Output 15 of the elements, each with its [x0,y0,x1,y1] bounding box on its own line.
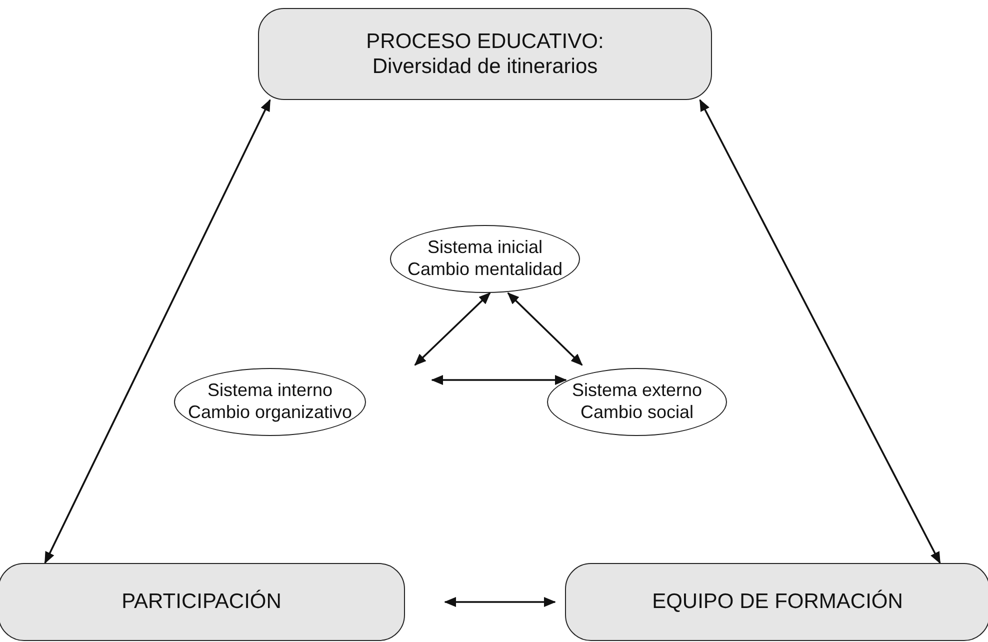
node-label: Sistema interno Cambio organizativo [186,380,354,424]
process-box [0,563,405,641]
node-label: EQUIPO DE FORMACIÓN [651,589,904,615]
process-box [565,563,988,641]
double-arrow [507,292,583,366]
node-label: Sistema externo Cambio social [570,380,704,424]
double-arrow [444,597,556,607]
double-arrow [699,99,941,564]
process-box [258,8,712,100]
node-label: PARTICIPACIÓN [120,589,282,615]
double-arrow [44,99,271,564]
double-arrow [414,292,491,366]
node-label: PROCESO EDUCATIVO: Diversidad de itinerarios [365,28,605,80]
node-label: Sistema inicial Cambio mentalidad [406,237,564,281]
double-arrow [431,375,567,385]
